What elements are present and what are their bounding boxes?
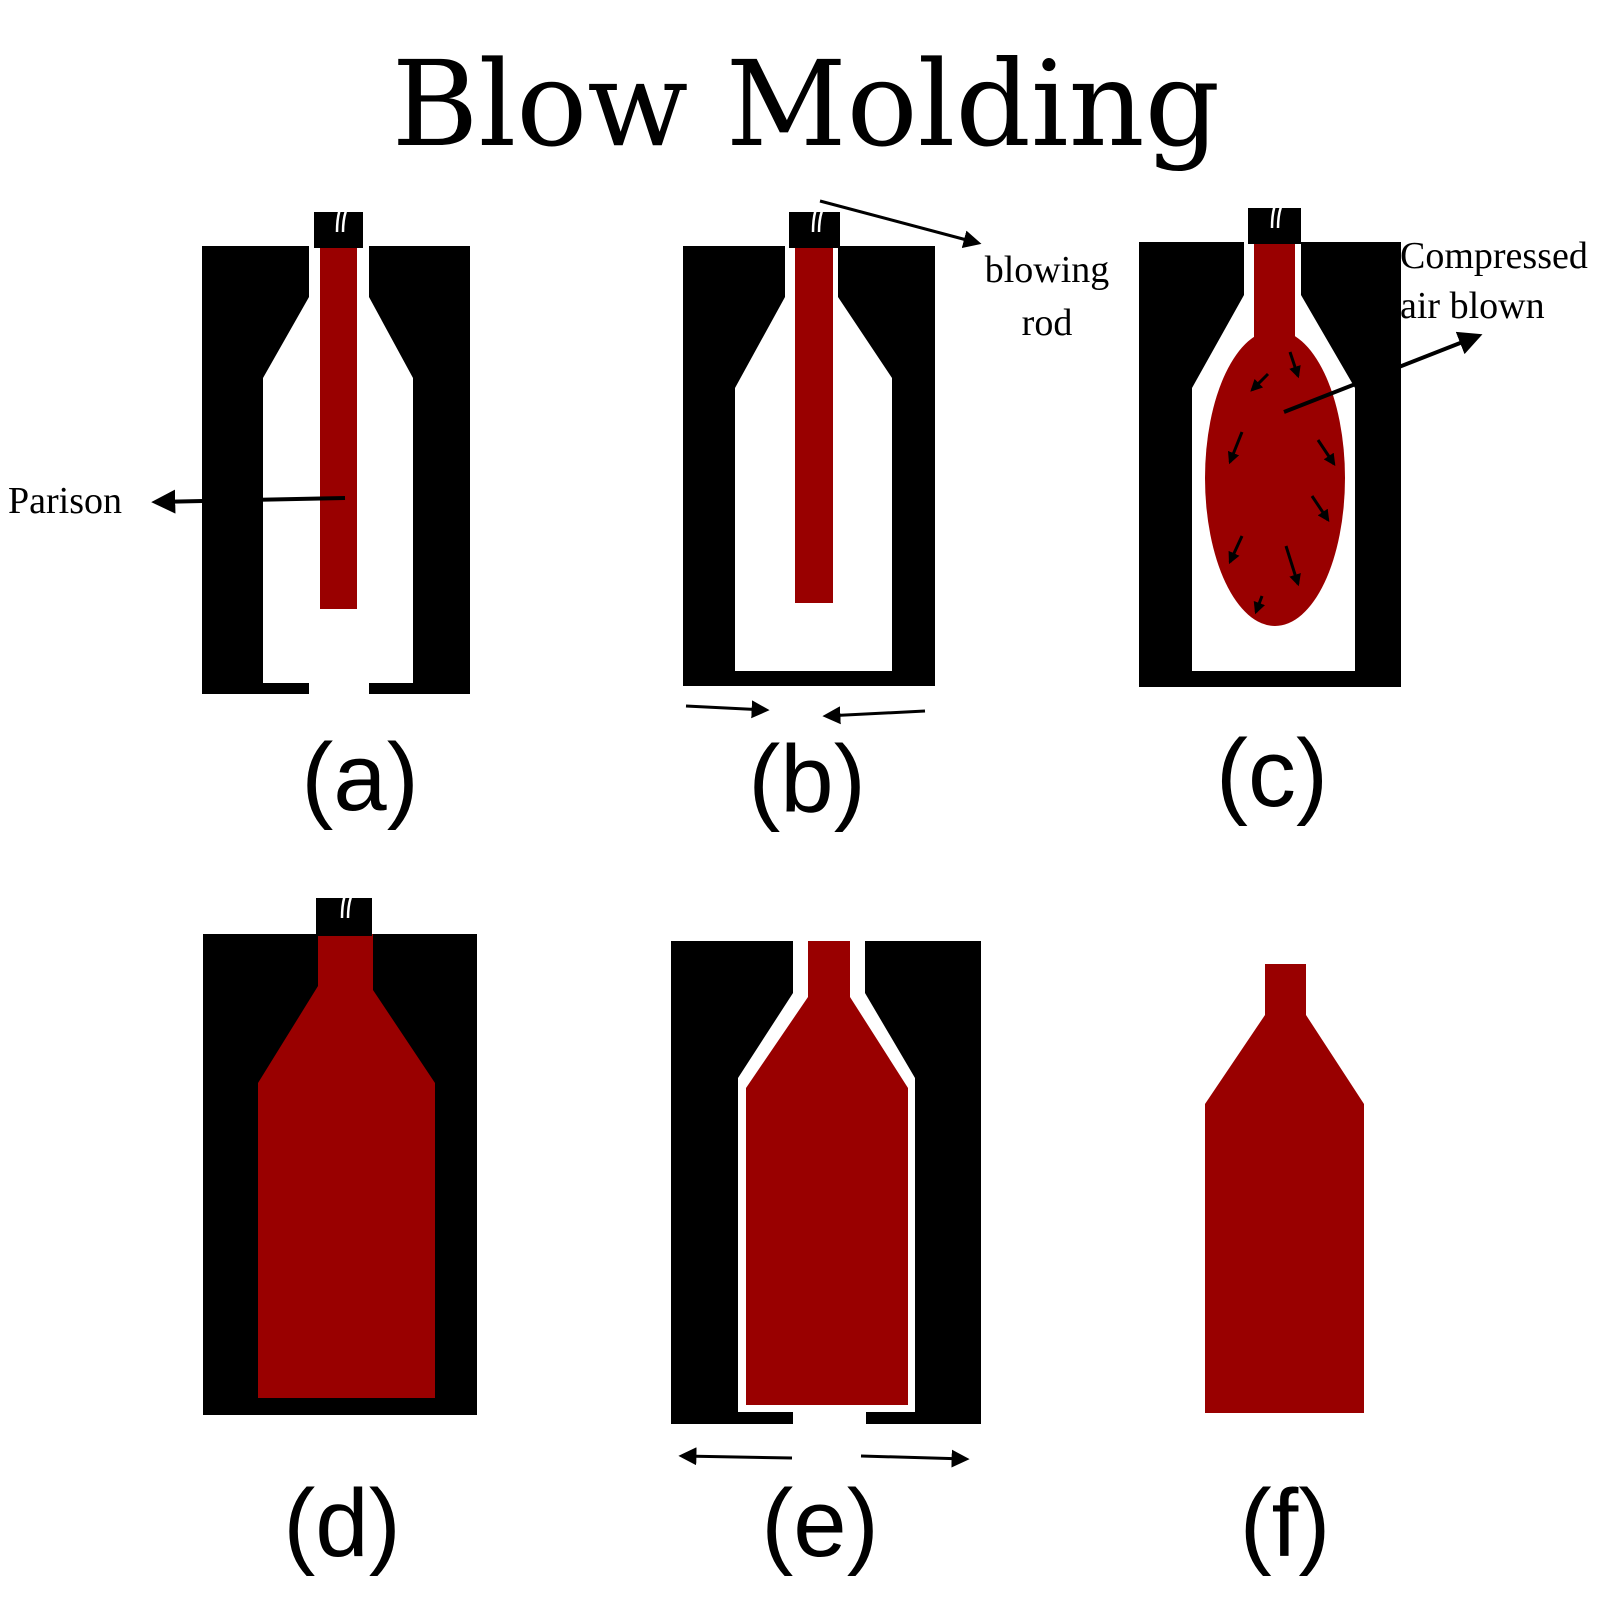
blowing-rod-pointer xyxy=(819,199,982,248)
step-d-filled-mold xyxy=(203,883,477,1415)
step-a-open-mold: Parison xyxy=(8,197,470,694)
blowing-rod-label-line2: rod xyxy=(1022,302,1073,344)
step-label-f: (f) xyxy=(1240,1470,1331,1577)
diagram-title: Blow Molding xyxy=(392,35,1220,173)
step-label-b: (b) xyxy=(748,726,865,833)
mold-a xyxy=(202,246,470,694)
finished-bottle xyxy=(1205,964,1364,1413)
step-label-d: (d) xyxy=(283,1470,400,1577)
blowing-rod-label-line1: blowing xyxy=(985,249,1110,291)
inflated-parison-c xyxy=(1205,330,1345,626)
mold-b xyxy=(683,246,935,686)
step-label-e: (e) xyxy=(761,1470,878,1577)
air-flow-arrows xyxy=(1227,351,1336,615)
parison-a xyxy=(320,248,357,609)
open-arrow-left xyxy=(678,1447,793,1466)
bottle-shape-d xyxy=(258,934,435,1398)
mold-c xyxy=(1139,242,1401,687)
open-arrow-right xyxy=(860,1449,970,1468)
parison-pointer xyxy=(151,489,346,514)
close-arrow-left xyxy=(685,700,770,719)
compressed-air-label-line1: Compressed xyxy=(1400,235,1588,277)
parison-b xyxy=(795,248,833,603)
blowing-rod-c xyxy=(1248,208,1301,244)
mold-e xyxy=(671,941,981,1424)
step-c-blowing-air: Compressed air blown xyxy=(1139,193,1588,687)
compressed-air-pointer xyxy=(1283,331,1483,414)
molded-bottle-e xyxy=(746,941,908,1405)
step-b-closing-mold: blowing rod xyxy=(683,197,1110,725)
step-label-a: (a) xyxy=(301,724,418,831)
step-label-c: (c) xyxy=(1216,720,1328,827)
parison-label: Parison xyxy=(8,480,122,522)
parison-neck-c xyxy=(1254,244,1295,344)
step-e-opening-mold xyxy=(671,941,981,1468)
step-f-finished-bottle xyxy=(1205,964,1364,1413)
close-arrow-right xyxy=(822,706,926,725)
compressed-air-label-line2: air blown xyxy=(1400,285,1545,327)
